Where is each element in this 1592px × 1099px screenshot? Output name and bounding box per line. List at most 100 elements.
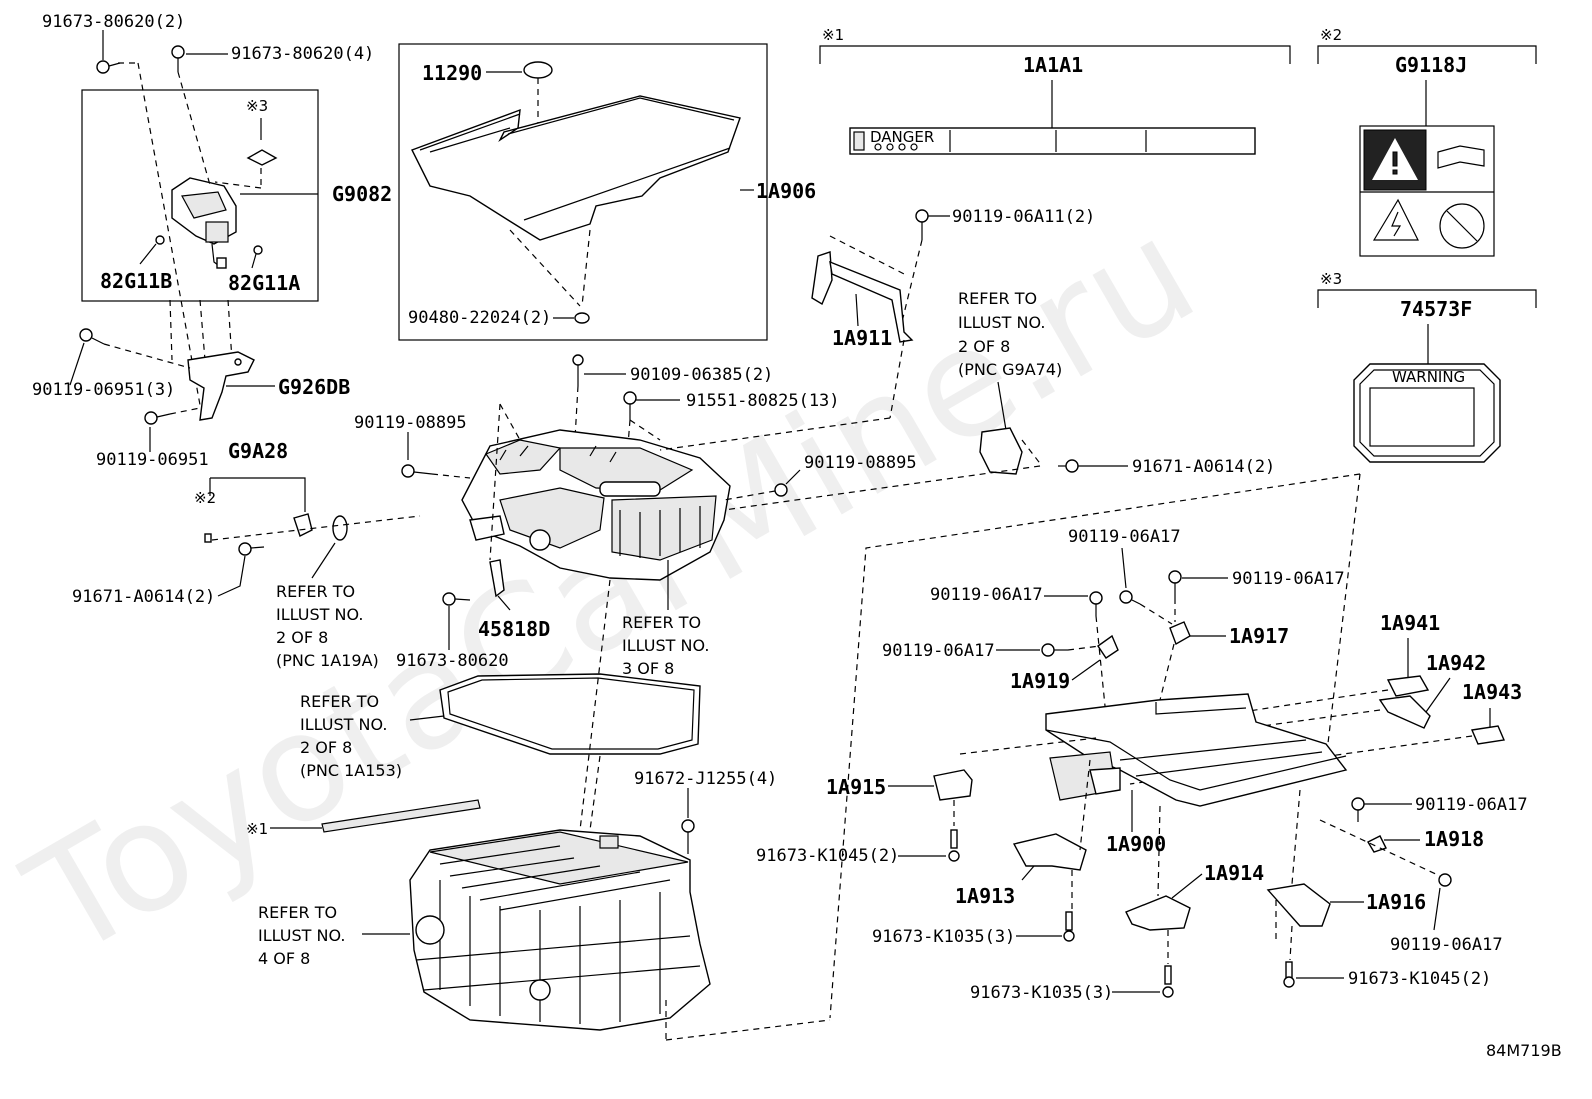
bolt-91671-a0614-left[interactable] [238,542,265,556]
part-label-1A941: 1A941 [1380,611,1440,635]
g9a28-gasket[interactable] [332,515,348,541]
grommet-90480-22024[interactable] [574,312,590,324]
svg-text:4 OF 8: 4 OF 8 [258,949,310,968]
bolt-90119-06a17-e[interactable] [1351,797,1365,822]
part-label-90480-22024: 90480-22024(2) [408,308,551,328]
svg-text:REFER TO: REFER TO [622,613,701,632]
refer-label-4: REFER TO ILLUST NO. 2 OF 8 (PNC 1A153) [300,692,402,780]
bolt-90119-06a11[interactable] [915,209,929,240]
part-label-91673-80620-4: 91673-80620(4) [231,44,374,64]
bracket-1a919[interactable] [1097,634,1119,659]
bracket-1a916[interactable] [1266,883,1331,927]
svg-text:WARNING: WARNING [1392,368,1465,386]
part-label-1A919: 1A919 [1010,669,1070,693]
clip-82g11b[interactable] [155,235,165,245]
engine-cover-1a906[interactable] [411,95,741,241]
svg-text:REFER TO: REFER TO [958,289,1037,308]
bolt-90119-06a17-a[interactable] [1119,590,1141,605]
bolt-91672-j1255[interactable] [681,819,695,848]
label-strip-1a1a1[interactable] [321,799,481,833]
bolt-90119-06951-a[interactable] [79,328,105,345]
refer-label-3: REFER TO ILLUST NO. 3 OF 8 [622,613,709,678]
svg-text:DANGER: DANGER [870,128,934,146]
bracket-g926db[interactable] [187,351,255,421]
part-label-91671-A0614-R: 91671-A0614(2) [1132,457,1275,477]
part-label-45818D: 45818D [478,617,550,641]
part-label-90119-08895-B: 90119-08895 [804,453,917,473]
bolt-90119-06a17-d[interactable] [1041,643,1068,657]
g9a28-bracket[interactable] [293,513,313,537]
bolt-90119-06a17-c[interactable] [1089,591,1103,616]
bolt-91671-a0614-right[interactable] [1058,459,1079,473]
refer-label-5: REFER TO ILLUST NO. 4 OF 8 [258,903,345,968]
marker-3-a: ※3 [246,97,268,115]
part-label-1A942: 1A942 [1426,651,1486,675]
part-label-1A900: 1A900 [1106,832,1166,856]
part-label-91673-K1035-L: 91673-K1035(3) [872,927,1015,947]
svg-text:ILLUST NO.: ILLUST NO. [300,715,387,734]
part-label-1A916: 1A916 [1366,890,1426,914]
bolt-91673-80620-b[interactable] [171,45,185,72]
svg-text:2 OF 8: 2 OF 8 [958,337,1010,356]
bolt-90119-06a17-b[interactable] [1168,570,1182,598]
bolt-91673-k1045-right[interactable] [1283,961,1295,988]
part-label-90119-06A17-e: 90119-06A17 [1415,795,1528,815]
part-label-90119-06A17-a: 90119-06A17 [1068,527,1181,547]
bolt-91673-80620-c[interactable] [442,592,471,606]
danger-label-1a1a1[interactable]: DANGER [849,127,1256,155]
bolt-90119-06a17-f[interactable] [1438,873,1452,887]
bolt-91673-k1035-left[interactable] [1063,911,1075,942]
bolt-91551-80825[interactable] [623,391,637,420]
gasket-g9a74[interactable] [979,427,1023,475]
part-label-90119-06A17-b: 90119-06A17 [1232,569,1345,589]
emblem-11290[interactable] [523,61,553,79]
part-label-90119-06A11: 90119-06A11(2) [952,207,1095,227]
part-label-74573F: 74573F [1400,297,1472,321]
part-label-1A943: 1A943 [1462,680,1522,704]
svg-text:REFER TO: REFER TO [276,582,355,601]
inverter-upper-assembly[interactable] [461,429,731,581]
svg-text:ILLUST NO.: ILLUST NO. [958,313,1045,332]
part-label-90119-06A17-c: 90119-06A17 [930,585,1043,605]
cover-box [398,43,768,341]
diagram-code: 84M719B [1486,1041,1562,1060]
bracket-45818d[interactable] [489,559,505,598]
svg-text:(PNC 1A19A): (PNC 1A19A) [276,651,379,670]
inverter-lower-assembly[interactable] [409,829,711,1031]
clip-1a918[interactable] [1367,835,1387,853]
clip-82g11a[interactable] [253,245,263,255]
bolt-91673-k1035-bottom[interactable] [1162,965,1174,998]
bolt-90119-08895-a[interactable] [401,464,433,478]
bolt-91673-k1045-left[interactable] [948,829,960,862]
marker-1-b: ※1 [246,820,268,838]
sticker-74573f-small[interactable] [246,149,278,166]
svg-text:REFER TO: REFER TO [300,692,379,711]
part-label-90109-06385: 90109-06385(2) [630,365,773,385]
bolt-91673-80620-a[interactable] [96,60,121,74]
bracket-1a911[interactable] [811,251,914,343]
bracket-1a917[interactable] [1169,621,1191,646]
bolt-90109-06385[interactable] [572,354,584,386]
spacer-1a943[interactable] [1471,725,1505,745]
spacer-1a942[interactable] [1378,695,1431,729]
bracket-1a915[interactable] [933,769,973,801]
gasket-1a153[interactable] [439,673,701,755]
bolt-90119-08895-b[interactable] [774,483,788,497]
spacer-1a941[interactable] [1386,675,1430,697]
refer-label-2: REFER TO ILLUST NO. 2 OF 8 (PNC 1A19A) [276,582,379,670]
part-label-91672-J1255: 91672-J1255(4) [634,769,777,789]
part-label-90119-06951-3: 90119-06951(3) [32,380,175,400]
bracket-1a913[interactable] [1012,833,1087,871]
bolt-90119-06951-b[interactable] [144,411,171,425]
g9a28-clip[interactable] [204,533,212,543]
part-label-90119-06A17-d: 90119-06A17 [882,641,995,661]
tray-1a900[interactable] [1045,693,1348,807]
part-label-90119-06951: 90119-06951 [96,450,209,470]
warning-icons-label-g9118j[interactable] [1359,125,1495,257]
g9082-sensor-part[interactable] [171,177,237,269]
part-label-1A915: 1A915 [826,775,886,799]
part-label-91673-K1035-B: 91673-K1035(3) [970,983,1113,1003]
warning-label-74573f[interactable]: WARNING [1353,363,1501,463]
bracket-1a914[interactable] [1125,895,1191,931]
part-label-91673-80620-c: 91673-80620 [396,651,509,671]
